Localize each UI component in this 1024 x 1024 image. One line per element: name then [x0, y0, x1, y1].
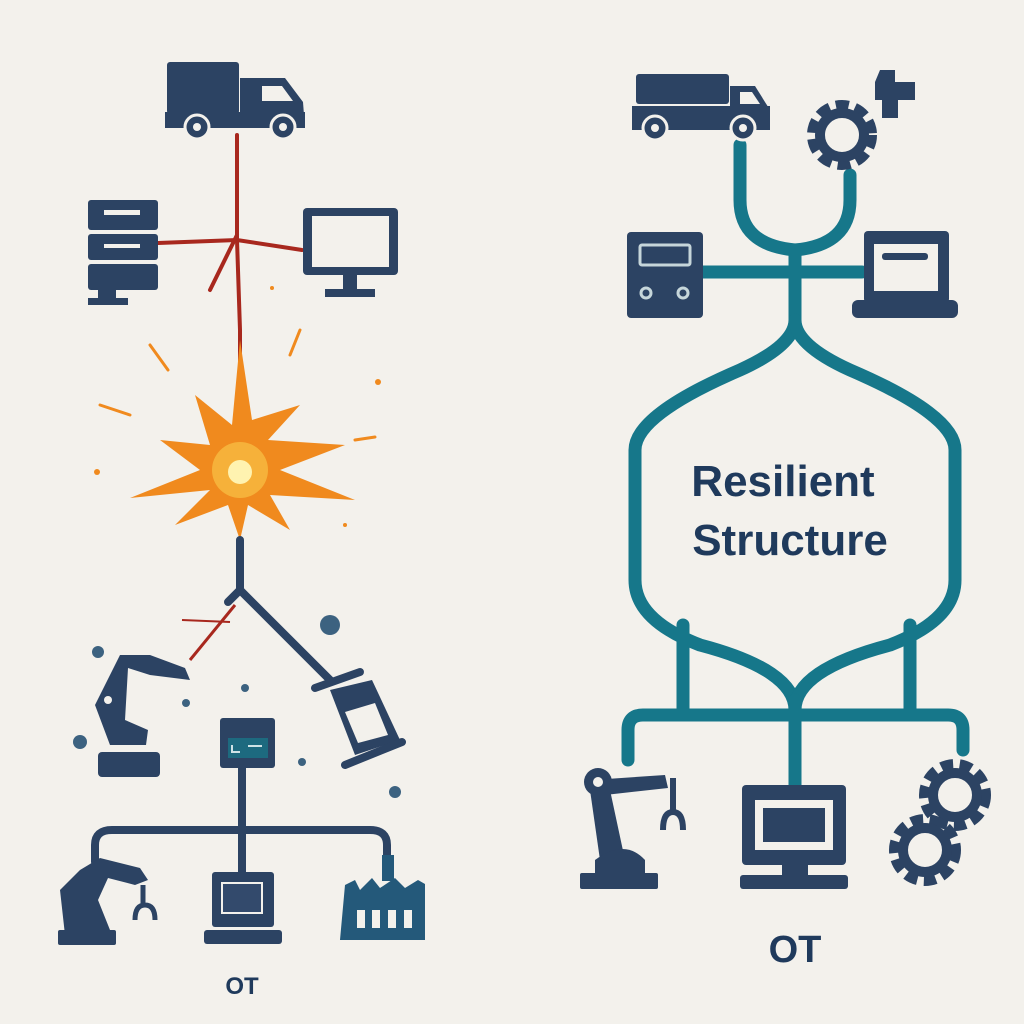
- left-ot-label: OT: [225, 973, 259, 1000]
- gears-icon: [889, 759, 991, 886]
- gear-icon: [807, 70, 915, 170]
- factory-icon: [340, 855, 425, 940]
- top-fork-line: [733, 138, 857, 257]
- ot-bus-line: [91, 764, 391, 876]
- ot-bus-line: [621, 693, 970, 792]
- red-break-line: [181, 619, 231, 623]
- crack-line: [208, 233, 239, 292]
- center-label-line2: Structure: [692, 516, 888, 565]
- vertical-support-lines: [676, 618, 917, 719]
- robot-arm-icon: [58, 858, 158, 945]
- failing-branch-line: [156, 237, 304, 252]
- server-icon: [88, 200, 158, 305]
- laptop-icon: [852, 231, 958, 318]
- center-label-line1: Resilient: [691, 457, 875, 506]
- truck-icon: [165, 62, 305, 141]
- truck-icon: [632, 74, 770, 142]
- broken-machine-icon: [311, 668, 406, 769]
- left-panel: OT: [58, 62, 425, 1000]
- sparks: [94, 286, 381, 527]
- left-redundant-path: [628, 243, 802, 717]
- debris: [73, 615, 401, 798]
- spark-lines: [98, 328, 377, 442]
- monitor-icon: [303, 208, 398, 297]
- robot-arm-icon: [95, 655, 190, 777]
- robot-arm-icon: [580, 768, 686, 889]
- right-ot-label: OT: [769, 929, 822, 971]
- right-panel: Resilient Structure OT: [580, 70, 991, 971]
- explosion-icon: [94, 286, 381, 540]
- broken-link-line: [224, 536, 334, 684]
- control-panel-icon: [627, 232, 703, 318]
- right-redundant-path: [788, 313, 962, 717]
- plc-icon: [220, 718, 275, 768]
- red-break-line: [188, 604, 237, 661]
- computer-icon: [204, 872, 282, 944]
- monitor-icon: [740, 785, 848, 889]
